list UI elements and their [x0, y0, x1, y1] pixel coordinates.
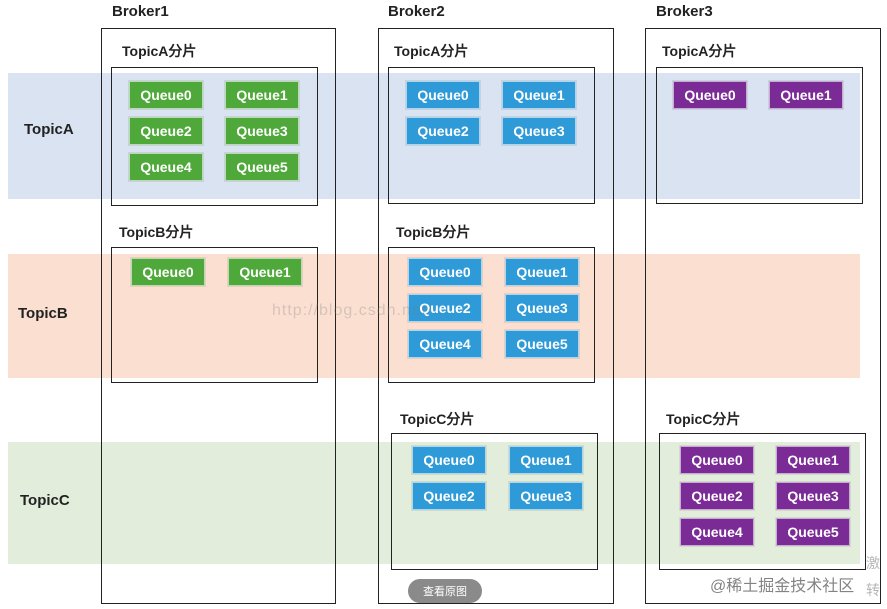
broker3-box	[645, 28, 881, 604]
topic-a-label: TopicA	[24, 121, 74, 138]
broker2-topic-a-queue2: Queue2	[406, 117, 480, 145]
broker2-topic-c-queue0: Queue0	[412, 446, 486, 474]
broker3-topic-c-queue3: Queue3	[776, 482, 850, 510]
broker1-topic-a-partition	[111, 67, 318, 206]
broker1-topic-a-queue2: Queue2	[129, 117, 203, 145]
broker3-topic-c-queue2: Queue2	[680, 482, 754, 510]
broker3-topic-a-queue1: Queue1	[769, 81, 843, 109]
broker2-topic-c-queue2: Queue2	[412, 482, 486, 510]
edge-char-1: 激	[866, 555, 880, 571]
broker3-topic-c-queue4: Queue4	[680, 518, 754, 546]
broker2-topic-b-queue2: Queue2	[408, 294, 482, 322]
broker3-topic-c-queue0: Queue0	[680, 446, 754, 474]
broker2-topic-b-queue4: Queue4	[408, 330, 482, 358]
broker2-topic-a-queue0: Queue0	[406, 81, 480, 109]
topic-b-label: TopicB	[18, 305, 68, 322]
broker3-topic-c-partition-title: TopicC分片	[666, 411, 741, 427]
broker1-topic-b-queue0: Queue0	[131, 258, 205, 286]
broker2-topic-b-partition	[388, 247, 595, 383]
broker2-topic-a-queue3: Queue3	[502, 117, 576, 145]
broker3-topic-a-queue0: Queue0	[673, 81, 747, 109]
broker2-topic-b-queue5: Queue5	[505, 330, 579, 358]
broker1-topic-a-queue1: Queue1	[225, 81, 299, 109]
broker1-topic-b-partition	[111, 247, 318, 383]
broker2-topic-a-queue1: Queue1	[502, 81, 576, 109]
broker3-topic-a-partition	[656, 67, 863, 204]
broker2-topic-b-queue3: Queue3	[505, 294, 579, 322]
site-watermark: @稀土掘金技术社区	[710, 578, 855, 595]
broker2-topic-c-partition	[391, 433, 598, 570]
broker2-topic-a-partition-title: TopicA分片	[394, 43, 469, 59]
broker2-label: Broker2	[388, 3, 445, 20]
broker1-topic-a-queue4: Queue4	[129, 153, 203, 181]
broker2-topic-c-partition-title: TopicC分片	[400, 411, 475, 427]
broker1-topic-a-queue3: Queue3	[225, 117, 299, 145]
broker3-label: Broker3	[656, 3, 713, 20]
broker1-topic-b-partition-title: TopicB分片	[119, 224, 194, 240]
broker2-topic-c-queue1: Queue1	[509, 446, 583, 474]
broker3-topic-c-queue5: Queue5	[776, 518, 850, 546]
broker2-topic-b-partition-title: TopicB分片	[396, 224, 471, 240]
broker3-topic-c-partition	[659, 433, 866, 570]
broker2-topic-b-queue0: Queue0	[408, 258, 482, 286]
broker1-topic-b-queue1: Queue1	[228, 258, 302, 286]
broker2-box	[378, 28, 614, 604]
broker3-topic-a-partition-title: TopicA分片	[662, 43, 737, 59]
broker1-topic-a-queue0: Queue0	[129, 81, 203, 109]
edge-char-2: 转	[866, 582, 880, 598]
blog-url-watermark: http://blog.csdn.net/...	[272, 302, 449, 319]
broker2-topic-c-queue3: Queue3	[509, 482, 583, 510]
topic-c-label: TopicC	[20, 492, 70, 509]
broker3-topic-c-queue1: Queue1	[776, 446, 850, 474]
broker2-topic-b-queue1: Queue1	[505, 258, 579, 286]
view-original-image-button[interactable]: 查看原图	[408, 579, 482, 603]
broker1-label: Broker1	[112, 3, 169, 20]
broker1-topic-a-partition-title: TopicA分片	[122, 43, 197, 59]
broker1-topic-a-queue5: Queue5	[225, 153, 299, 181]
broker1-box	[101, 28, 336, 604]
broker2-topic-a-partition	[388, 67, 595, 204]
